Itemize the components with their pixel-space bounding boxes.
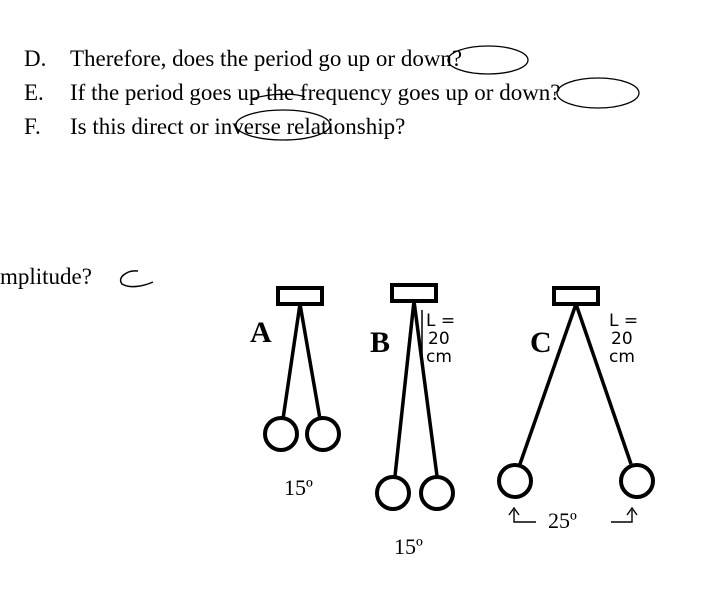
question-letter: F. xyxy=(24,114,41,139)
length-unit: cm xyxy=(609,347,635,367)
question-text: Therefore, does the period go up or down… xyxy=(70,46,463,71)
question-letter: E. xyxy=(24,80,44,105)
question-text: If the period goes up the frequency goes… xyxy=(70,80,561,105)
pendulum-bob xyxy=(419,475,455,511)
pivot-block xyxy=(276,286,324,306)
arrow-up-left-icon xyxy=(513,510,536,523)
pendulum-label: B xyxy=(370,326,390,359)
length-label: L = xyxy=(426,311,455,331)
handwritten-circle-down xyxy=(556,77,640,109)
arrow-up-right-icon xyxy=(611,510,633,523)
question-text: Is this direct or inverse relationship? xyxy=(70,114,406,139)
pendulum-string xyxy=(574,303,633,465)
pendulum-string xyxy=(412,300,439,477)
handwritten-circle-down xyxy=(447,45,529,75)
handwritten-underline xyxy=(251,93,306,100)
pendulum-bob xyxy=(263,416,299,452)
pendulum-bob xyxy=(619,463,655,499)
pendulum-label: A xyxy=(250,316,272,349)
angle-label: 15º xyxy=(394,534,423,559)
pendulum-string xyxy=(281,303,302,420)
pivot-block xyxy=(390,283,438,303)
pendulum-string xyxy=(518,303,578,465)
pendulum-string xyxy=(393,300,416,477)
pendulum-bob xyxy=(375,475,411,511)
pivot-block xyxy=(552,286,600,306)
pendulum-bob xyxy=(497,463,533,499)
pendulum-label: C xyxy=(530,326,552,359)
question-letter: D. xyxy=(24,46,47,71)
length-unit: cm xyxy=(426,347,452,367)
arrow-head-icon xyxy=(508,506,520,516)
pendulum-bob xyxy=(305,416,341,452)
length-value: 20 xyxy=(611,329,633,349)
pendulum-string xyxy=(298,303,322,420)
pendulum-b: B L = 20 cm 15º xyxy=(370,283,455,559)
length-value: 20 xyxy=(428,329,450,349)
arrow-head-icon xyxy=(626,506,638,516)
handwritten-circle-inverse xyxy=(235,109,331,141)
pendulum-a: A 15º xyxy=(250,286,341,500)
angle-label: 15º xyxy=(284,475,313,500)
length-label: L = xyxy=(609,311,638,331)
amplitude-question: mplitude? xyxy=(0,264,92,289)
angle-label: 25º xyxy=(548,508,577,533)
handwritten-mark xyxy=(119,270,154,288)
pendulum-c: C L = 20 cm 25º xyxy=(497,286,655,533)
